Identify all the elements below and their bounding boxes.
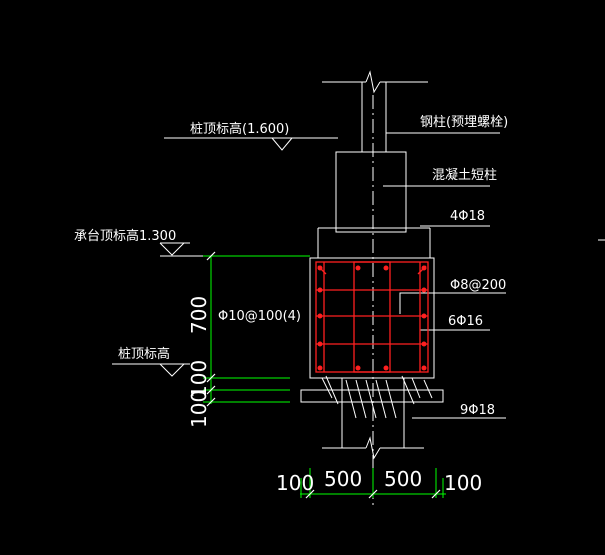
pile-hatch: [345, 379, 357, 419]
pile-hatch: [423, 379, 433, 399]
dim-tick: [431, 489, 441, 499]
dim-500-right: 500: [384, 467, 422, 491]
elev-1300-triangle: [159, 242, 185, 256]
base-slab: [300, 389, 444, 403]
rebar-dot: [317, 265, 323, 271]
label-stirrup-10: Φ10@100(4): [218, 309, 301, 324]
label-cap-top-elev: 承台顶标高1.300: [74, 228, 176, 244]
label-pile-top: 桩顶标高: [118, 346, 170, 362]
rebar-dot: [317, 341, 323, 347]
break-symbol-bottom: [365, 436, 381, 460]
dim-700: 700: [187, 296, 211, 334]
rebar-dot: [421, 365, 427, 371]
pile-cap: [309, 257, 435, 379]
dim-100-upper: 100: [187, 360, 211, 398]
dim-tick: [206, 397, 216, 407]
pile-hatch: [375, 379, 387, 419]
label-stirrup-8: Φ8@200: [450, 278, 506, 293]
pile-hatch: [355, 379, 367, 419]
break-symbol-top: [365, 70, 381, 94]
dim-tick: [206, 373, 216, 383]
pile-rebar-line: [325, 375, 339, 405]
dim-100-right: 100: [444, 471, 482, 495]
pile-hatch: [411, 377, 421, 399]
pile-hatch: [321, 377, 333, 399]
label-bars-9: 9Φ18: [460, 403, 495, 418]
rebar-dot: [317, 287, 323, 293]
dim-tick: [206, 385, 216, 395]
rebar-dot: [421, 287, 427, 293]
label-bars-4: 4Φ18: [450, 209, 485, 224]
rebar-dot: [355, 265, 361, 271]
pile-rebar: [325, 375, 415, 405]
rebar: [315, 261, 429, 373]
rebar-dot: [355, 365, 361, 371]
rebar-dot: [421, 341, 427, 347]
outer-stirrup: [315, 261, 429, 373]
rebar-dot: [317, 313, 323, 319]
rebar-dot: [383, 265, 389, 271]
inner-stirrup: [353, 261, 391, 373]
stirrup8-leader: [399, 292, 506, 314]
rebar-dot: [421, 265, 427, 271]
concrete-short-column: [335, 151, 407, 233]
label-concrete-short-column: 混凝土短柱: [432, 167, 497, 183]
dim-tick: [368, 489, 378, 499]
elev-1600-triangle: [271, 137, 293, 151]
rebar-dot: [383, 365, 389, 371]
pile-hatch: [385, 379, 397, 419]
label-bars-6: 6Φ16: [448, 314, 483, 329]
pile-top-triangle: [159, 363, 185, 377]
dim-500-left: 500: [324, 467, 362, 491]
pile-rebar-line: [401, 375, 415, 405]
label-steel-column: 钢柱(预埋螺栓): [420, 115, 508, 130]
pile-hatch: [365, 379, 377, 419]
dim-tick: [305, 489, 315, 499]
label-pile-top-elev: 桩顶标高(1.600): [190, 121, 289, 137]
dim-ticks: [206, 251, 441, 499]
dim-tick: [206, 251, 216, 261]
leaders: [112, 132, 506, 419]
rebar-dot: [421, 313, 427, 319]
rebar-dots: [317, 265, 427, 371]
structure-outline: [300, 70, 605, 505]
rebar-dot: [317, 365, 323, 371]
dim-100-lower: 100: [187, 390, 211, 428]
dim-100-left: 100: [276, 471, 314, 495]
